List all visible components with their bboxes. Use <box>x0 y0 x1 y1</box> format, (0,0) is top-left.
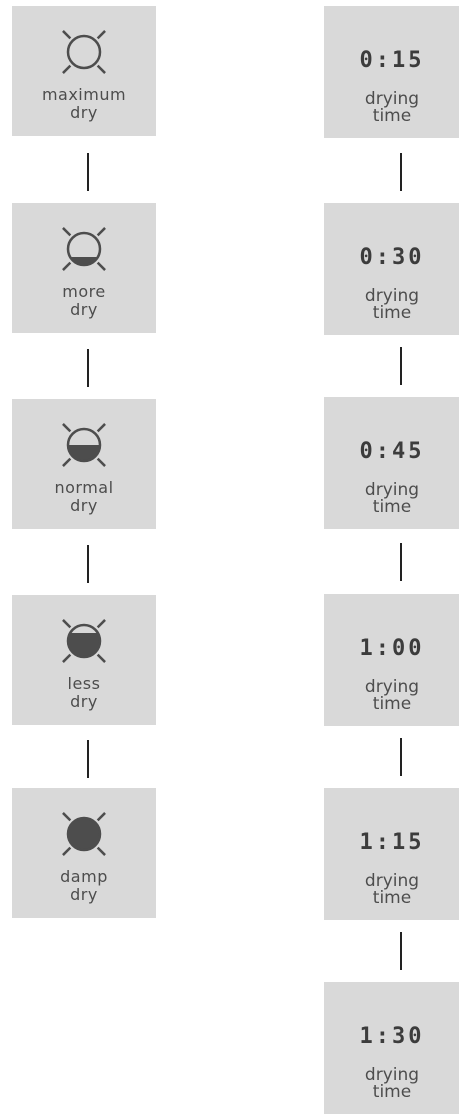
dryness-level-label: damp <box>60 867 108 886</box>
sun-icon-full <box>62 812 106 856</box>
drying-time-label: drying <box>364 1065 420 1085</box>
dryness-level-label: more <box>62 282 106 301</box>
dryness-level-sublabel: dry <box>70 692 98 711</box>
drying-time-label: drying <box>364 871 420 891</box>
connector-line <box>87 545 89 583</box>
connector-line <box>87 349 89 387</box>
connector-line <box>87 740 89 778</box>
dryness-level-sublabel: dry <box>70 103 98 122</box>
connector-line <box>400 738 402 776</box>
sun-icon-half-filled <box>62 423 106 467</box>
connector-line <box>400 932 402 970</box>
drying-time-value: 0:30 <box>359 245 425 270</box>
drying-time-label: drying <box>364 286 420 306</box>
drying-time-sublabel: time <box>372 1082 412 1102</box>
drying-time-value: 1:30 <box>359 1024 425 1049</box>
dryness-level-label: normal <box>54 478 114 497</box>
drying-time-label: drying <box>364 89 420 109</box>
drying-time-label: drying <box>364 677 420 697</box>
drying-time-sublabel: time <box>372 303 412 323</box>
connector-line <box>400 153 402 191</box>
dryness-level-sublabel: dry <box>70 496 98 515</box>
connector-line <box>400 347 402 385</box>
drying-time-sublabel: time <box>372 694 412 714</box>
connector-line <box>87 153 89 191</box>
drying-time-value: 1:15 <box>359 830 425 855</box>
drying-time-sublabel: time <box>372 106 412 126</box>
dryness-level-label: less <box>67 674 101 693</box>
drying-time-value: 1:00 <box>359 636 425 661</box>
sun-icon-quarter-filled <box>62 227 106 271</box>
dryness-level-sublabel: dry <box>70 300 98 319</box>
drying-time-sublabel: time <box>372 497 412 517</box>
drying-time-label: drying <box>364 480 420 500</box>
connector-line <box>400 543 402 581</box>
dryness-level-label: maximum <box>41 85 127 104</box>
drying-time-value: 0:45 <box>359 439 425 464</box>
dryness-level-sublabel: dry <box>70 885 98 904</box>
sun-icon-three-quarter-filled <box>62 619 106 663</box>
sun-icon-empty <box>62 30 106 74</box>
drying-time-value: 0:15 <box>359 48 425 73</box>
drying-time-sublabel: time <box>372 888 412 908</box>
